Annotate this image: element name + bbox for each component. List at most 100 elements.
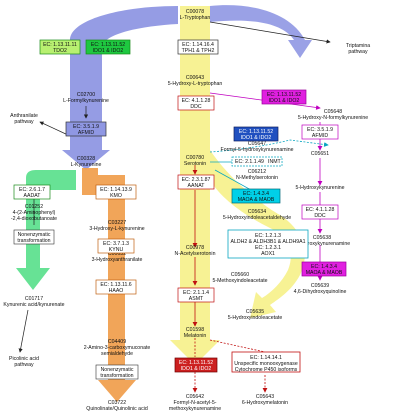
hmel-name: 6-Hydroxymelatonin [242, 400, 288, 406]
ser-name: Serotonin [184, 161, 206, 167]
ddc2-ec: EC: 4.1.1.28 [306, 207, 335, 213]
kyn-id: C00328 [77, 156, 95, 162]
tph-name: IDO1 & IDO2 [93, 48, 124, 54]
picolinic-line1: Picolinic acid [9, 356, 39, 362]
ddc1-name: DDC [190, 104, 201, 110]
amino-id: C04409 [108, 339, 126, 345]
htp-name: 5-Hydroxy-L-tryptophan [168, 81, 223, 87]
ido-red-ec: EC: 1.13.11.52 [179, 360, 213, 366]
aminophenyl-name2: -2,4-dioxobutanoate [11, 216, 57, 222]
nonenzymatic-box-2: Nonenzymatic transformation [95, 364, 139, 380]
kmo-name: KMO [110, 193, 122, 199]
trp-id: C00078 [186, 9, 204, 15]
amino-name2: semialdehyde [101, 351, 133, 357]
enzyme-maoa-2: EC: 1.4.3.4 MAOA & MAOB [301, 261, 347, 277]
enzyme-maoa-1: EC: 1.4.3.4 MAOA & MAOB [231, 188, 281, 204]
melatonin-name: Melatonin [184, 333, 207, 339]
afmk-name1: Formyl-N-acetyl-5- [174, 400, 217, 406]
hkyn3-name: 3-Hydroxy-L-kynurenine [89, 226, 144, 232]
blue-pathway-arrow [62, 6, 178, 170]
hkyna-name: 5-Hydroxykynurenamine [294, 241, 350, 247]
enzyme-cyp: EC: 1.14.14.1 Unspecific monooxygenase C… [231, 351, 301, 373]
aldh-ec2: EC: 1.2.3.1 [255, 245, 281, 251]
green-pathway-arrow [16, 170, 76, 290]
tph2-ec: EC: 1.14.16.4 [182, 42, 214, 48]
afmid2-ec: EC: 3.5.1.9 [307, 127, 333, 133]
maoa1-name: MAOA & MAOB [238, 197, 275, 203]
dhq-name: 4,6-Dihydroxyquinoline [294, 289, 347, 295]
triptamina-line1: Triptamina [346, 43, 370, 49]
hnfk-name: 5-Hydroxy-N-formylkynurenine [298, 115, 368, 121]
dhq-id: C05639 [311, 283, 329, 289]
mia-id: C05660 [231, 272, 249, 278]
hia-name: 5-Hydroxyindoleacetaldehyde [223, 215, 291, 221]
haao-name: HAAO [109, 288, 124, 294]
aldh-name: ALDH2 & ALDH3B1 & ALDH9A1 [231, 239, 306, 245]
htp-id: C00643 [186, 75, 204, 81]
enzyme-haao: EC: 1.13.11.6 HAAO [95, 279, 137, 295]
aanat-name: AANAT [188, 183, 206, 189]
ser-id: C00780 [186, 155, 204, 161]
mia-name: 5-Methoxyindoleacetate [212, 278, 267, 284]
ido-right-ec: EC: 1.13.11.52 [267, 92, 301, 98]
afmid1-ec: EC: 3.5.1.9 [73, 124, 99, 130]
tdo-ec: EC: 1.13.11.11 [43, 42, 77, 48]
quinolinic-id: C03722 [108, 400, 126, 406]
trp-name: L-Tryptophan [180, 15, 211, 21]
afmk-name2: methoxykynurenamine [169, 406, 221, 412]
enzyme-aanat: EC: 2.3.1.87 AANAT [177, 174, 215, 190]
nonenz2-line2: transformation [100, 373, 133, 379]
tph-ec: EC: 1.13.11.52 [91, 42, 125, 48]
hmel-id: C05643 [256, 394, 274, 400]
nas-name: N-Acetylserotonin [175, 251, 216, 257]
formylkyn-id: C02700 [77, 92, 95, 98]
aminophenyl-name1: 4-(2-Aminophenyl) [13, 210, 56, 216]
tdo-name: TDO2 [53, 48, 67, 54]
hk-name: 5-Hydroxykynurenine [295, 185, 344, 191]
triptamina-line2: pathway [348, 49, 368, 55]
cyp-ec: EC: 1.14.14.1 [250, 355, 282, 361]
enzyme-ido-magenta: EC: 1.13.11.52 IDO1 & IDO2 [261, 89, 307, 105]
ddc1-ec: EC: 4.1.1.28 [182, 98, 211, 104]
ido-blue-name: IDO1 & IDO2 [241, 135, 272, 141]
kynurenic-id: C01717 [25, 296, 43, 302]
afmid2-name: AFMID [312, 133, 328, 139]
kyn-name: L-Kynurenine [71, 162, 102, 168]
enzyme-afmid-1: EC: 3.5.1.9 AFMID [65, 121, 107, 137]
ido-red-name: IDO1 & IDO2 [181, 366, 212, 372]
hiaa-name: 5-Hydroxyindoleacetate [228, 315, 283, 321]
picolinic-line2: pathway [14, 362, 34, 368]
kynu-name: KYNU [109, 247, 124, 253]
anthranilate-line1: Anthranilate [10, 113, 38, 119]
kynurenic-name: Kynurenic acid/kynurenate [3, 302, 64, 308]
hiaa-id: C05635 [246, 309, 264, 315]
hnfk-id: C05648 [324, 109, 342, 115]
tph2-name: TPH1 & TPH2 [182, 48, 215, 54]
cyp-name1: Unspecific monooxygenase [234, 361, 298, 367]
cyp-name2: Cytochrome P450 isoforms [235, 367, 298, 373]
nonenz1-line2: transformation [17, 238, 50, 244]
enzyme-inmt: EC: 2.1.1.49 INMT [231, 156, 283, 167]
maoa2-name: MAOA & MAOB [306, 270, 343, 276]
nms-name: N-Methylserotonin [236, 175, 278, 181]
enzyme-tph: EC: 1.14.16.4 TPH1 & TPH2 [177, 39, 219, 55]
kmo-ec: EC: 1.14.13.9 [100, 187, 132, 193]
kynu-ec: EC: 3.7.1.3 [103, 241, 129, 247]
blue-sweep-arrow [210, 5, 312, 59]
hia-id: C05634 [248, 209, 266, 215]
enzyme-asmt: EC: 2.1.1.4 ASMT [177, 287, 215, 303]
nms-id: C06212 [248, 169, 266, 175]
fhk-name: Formyl-5-hydroxykynurenamine [221, 147, 294, 153]
aldh-name2: AOX1 [261, 251, 275, 257]
enzyme-tdo2: EC: 1.13.11.11 TDO2 [39, 39, 81, 55]
enzyme-ido-green: EC: 1.13.11.52 IDO1 & IDO2 [85, 39, 131, 55]
enzyme-kmo: EC: 1.14.13.9 KMO [95, 184, 137, 200]
enzyme-afmid-2: EC: 3.5.1.9 AFMID [301, 124, 339, 140]
nonenz2-line1: Nonenzymatic [101, 367, 134, 373]
enzyme-aldh: EC: 1.2.1.3 ALDH2 & ALDH3B1 & ALDH9A1 EC… [227, 229, 309, 259]
amino-name1: 2-Amino-3-carboxymuconate [84, 345, 151, 351]
hkyna-id: C05638 [313, 235, 331, 241]
quinolinic-name: Quinolinate/Quinolinic acid [86, 406, 148, 412]
inmt-name: INMT [268, 159, 282, 165]
